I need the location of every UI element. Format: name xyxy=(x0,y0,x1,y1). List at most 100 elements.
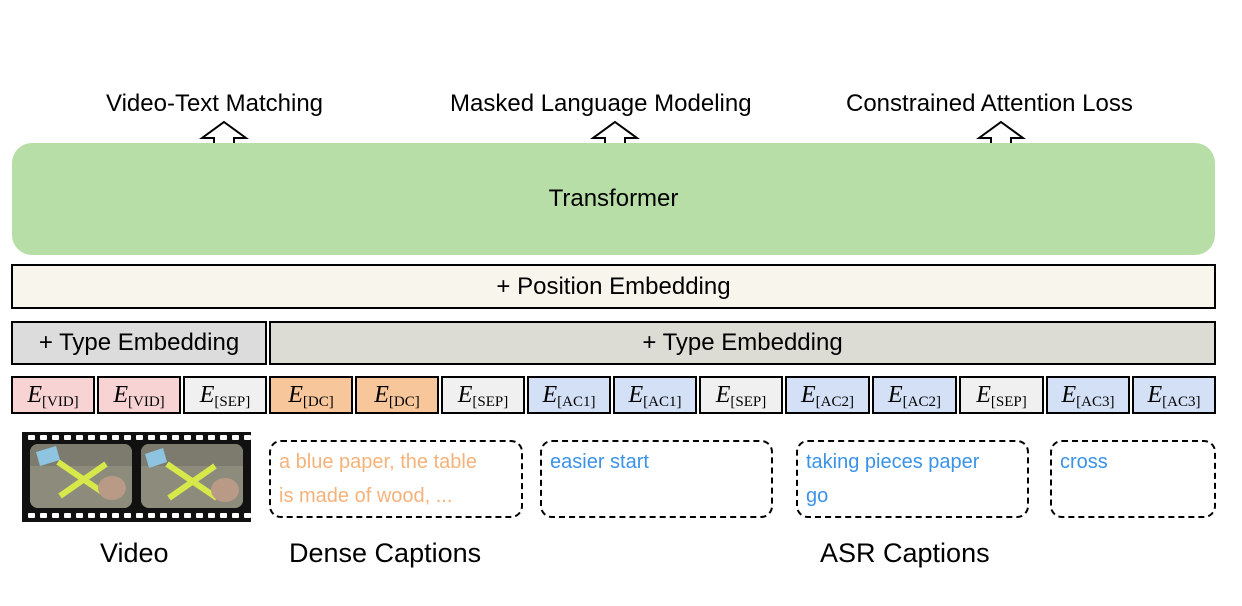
film-sprocket-hole xyxy=(184,435,191,440)
film-sprocket-hole xyxy=(196,435,203,440)
token-e: E xyxy=(801,381,816,408)
asr-caption-line: taking pieces paper xyxy=(806,451,980,473)
position-embedding: + Position Embedding xyxy=(11,264,1216,309)
token-e: E xyxy=(715,381,731,408)
token-ac: E[AC2] xyxy=(872,376,957,414)
token-sub: [AC1] xyxy=(643,393,682,410)
token-sub: [AC1] xyxy=(557,393,596,410)
token-sub: [AC3] xyxy=(1162,393,1201,410)
dense-caption-line: a blue paper, the table xyxy=(279,451,477,473)
video-frame xyxy=(141,444,243,508)
token-sub: [DC] xyxy=(388,393,420,410)
token-sub: [AC2] xyxy=(902,393,941,410)
video-label: Video xyxy=(100,538,169,568)
token-sep: E[SEP] xyxy=(441,376,525,414)
token-sub: [DC] xyxy=(302,393,334,410)
film-sprocket-hole xyxy=(136,435,143,440)
type-embedding-text: + Type Embedding xyxy=(269,321,1216,365)
token-sub: [VID] xyxy=(42,393,79,410)
film-sprocket-hole xyxy=(232,435,239,440)
film-sprocket-hole xyxy=(88,435,95,440)
transformer-label: Transformer xyxy=(548,185,679,212)
token-e: E xyxy=(976,381,991,408)
asr-captions-label: ASR Captions xyxy=(820,538,990,568)
token-dc: E[DC] xyxy=(269,376,353,414)
dense-caption-box: a blue paper, the table is made of wood,… xyxy=(269,440,523,518)
film-sprocket-hole xyxy=(76,513,83,518)
token-ac: E[AC1] xyxy=(613,376,697,414)
token-e: E xyxy=(457,381,473,408)
film-sprocket-hole xyxy=(52,435,59,440)
token-e: E xyxy=(1147,381,1163,408)
asr-caption-box: easier start xyxy=(540,440,773,518)
asr-caption-line: go xyxy=(806,485,829,507)
token-dc: E[DC] xyxy=(355,376,439,414)
transformer-block: Transformer xyxy=(12,143,1215,255)
token-vid: E[VID] xyxy=(97,376,181,414)
film-sprocket-hole xyxy=(172,435,179,440)
film-sprocket-hole xyxy=(136,513,143,518)
video-frame xyxy=(30,444,132,508)
token-e: E xyxy=(27,381,42,408)
token-sub: [SEP] xyxy=(730,393,767,410)
film-sprocket-hole xyxy=(124,513,131,518)
type-embedding-video-label: + Type Embedding xyxy=(38,329,240,356)
film-sprocket-hole xyxy=(160,435,167,440)
film-sprocket-hole xyxy=(52,513,59,518)
token-vid: E[VID] xyxy=(11,376,95,414)
objective-video-text-matching: Video-Text Matching xyxy=(106,90,324,117)
video-filmstrip xyxy=(22,432,251,522)
film-sprocket-hole xyxy=(100,435,107,440)
asr-caption-box: taking pieces paper go xyxy=(796,440,1029,518)
token-e: E xyxy=(888,381,903,408)
token-ac: E[AC2] xyxy=(785,376,870,414)
video-frame-image xyxy=(141,444,243,508)
token-sub: [SEP] xyxy=(472,393,509,410)
token-ac: E[AC1] xyxy=(527,376,611,414)
asr-caption-line: easier start xyxy=(550,451,649,473)
token-sub: [SEP] xyxy=(214,393,251,410)
token-sub: [VID] xyxy=(128,393,165,410)
film-sprocket-hole xyxy=(40,513,47,518)
film-sprocket-hole xyxy=(40,435,47,440)
film-sprocket-hole xyxy=(64,513,71,518)
film-sprocket-hole xyxy=(88,513,95,518)
film-sprocket-hole xyxy=(244,513,251,518)
objective-masked-language-modeling: Masked Language Modeling xyxy=(450,90,752,117)
token-e: E xyxy=(199,381,215,408)
film-sprocket-hole xyxy=(148,435,155,440)
token-sep: E[SEP] xyxy=(699,376,783,414)
token-e: E xyxy=(628,381,644,408)
token-e: E xyxy=(374,381,389,408)
film-sprocket-hole xyxy=(76,435,83,440)
film-sprocket-hole xyxy=(112,435,119,440)
film-sprocket-hole xyxy=(184,513,191,518)
token-sub: [AC2] xyxy=(815,393,854,410)
dense-caption-line: is made of wood, ... xyxy=(279,485,453,507)
dense-captions-label: Dense Captions xyxy=(289,538,482,568)
token-e: E xyxy=(113,381,128,408)
asr-caption-line: cross xyxy=(1060,451,1108,473)
token-e: E xyxy=(288,381,303,408)
film-sprocket-hole xyxy=(28,513,35,518)
film-sprocket-hole xyxy=(208,435,215,440)
token-e: E xyxy=(542,381,558,408)
objective-constrained-attention-loss: Constrained Attention Loss xyxy=(846,90,1133,117)
film-sprocket-hole xyxy=(28,435,35,440)
token-ac: E[AC3] xyxy=(1132,376,1216,414)
film-sprocket-hole xyxy=(64,435,71,440)
token-e: E xyxy=(1061,381,1077,408)
token-sep: E[SEP] xyxy=(959,376,1044,414)
film-sprocket-hole xyxy=(208,513,215,518)
film-sprocket-hole xyxy=(124,435,131,440)
film-sprocket-hole xyxy=(220,513,227,518)
token-sub: [SEP] xyxy=(990,393,1027,410)
film-sprocket-hole xyxy=(220,435,227,440)
token-sep: E[SEP] xyxy=(183,376,267,414)
film-sprocket-hole xyxy=(112,513,119,518)
token-ac: E[AC3] xyxy=(1046,376,1130,414)
film-sprocket-hole xyxy=(196,513,203,518)
film-sprocket-hole xyxy=(100,513,107,518)
film-sprocket-hole xyxy=(244,435,251,440)
film-sprocket-hole xyxy=(148,513,155,518)
